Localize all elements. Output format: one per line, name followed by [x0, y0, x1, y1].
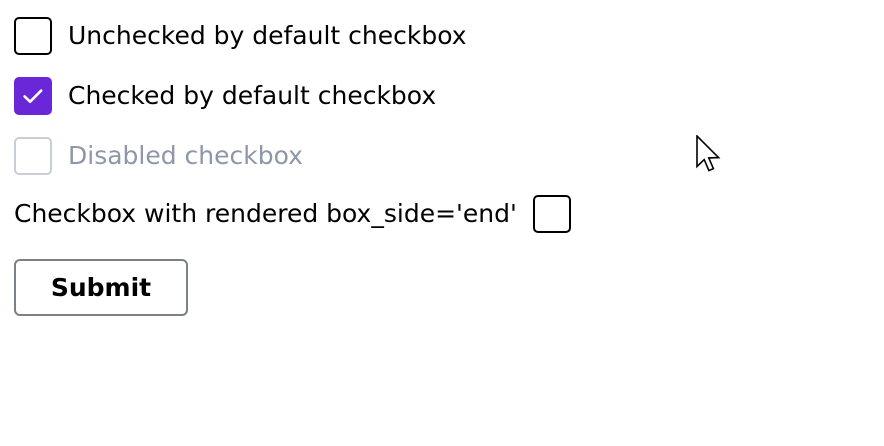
checkbox-row-unchecked-by-default[interactable]: Unchecked by default checkbox	[14, 17, 467, 55]
checkbox-label-disabled: Disabled checkbox	[68, 141, 303, 170]
submit-button[interactable]: Submit	[14, 259, 188, 316]
checkbox-row-box-side-end[interactable]: Checkbox with rendered box_side='end'	[14, 195, 571, 233]
checkbox-box-checked[interactable]	[14, 77, 52, 115]
checkbox-row-disabled: Disabled checkbox	[14, 137, 303, 175]
checkbox-label-unchecked: Unchecked by default checkbox	[68, 21, 467, 50]
checkmark-icon	[23, 89, 43, 103]
checkbox-box-unchecked[interactable]	[14, 17, 52, 55]
checkbox-box-box-side-end[interactable]	[532, 195, 571, 233]
checkbox-box-disabled	[14, 137, 52, 175]
checkbox-row-checked-by-default[interactable]: Checked by default checkbox	[14, 77, 436, 115]
arrow-pointer-icon	[696, 135, 721, 172]
checkbox-label-checked: Checked by default checkbox	[68, 81, 437, 110]
checkbox-label-box-side-end: Checkbox with rendered box_side='end'	[14, 199, 517, 228]
